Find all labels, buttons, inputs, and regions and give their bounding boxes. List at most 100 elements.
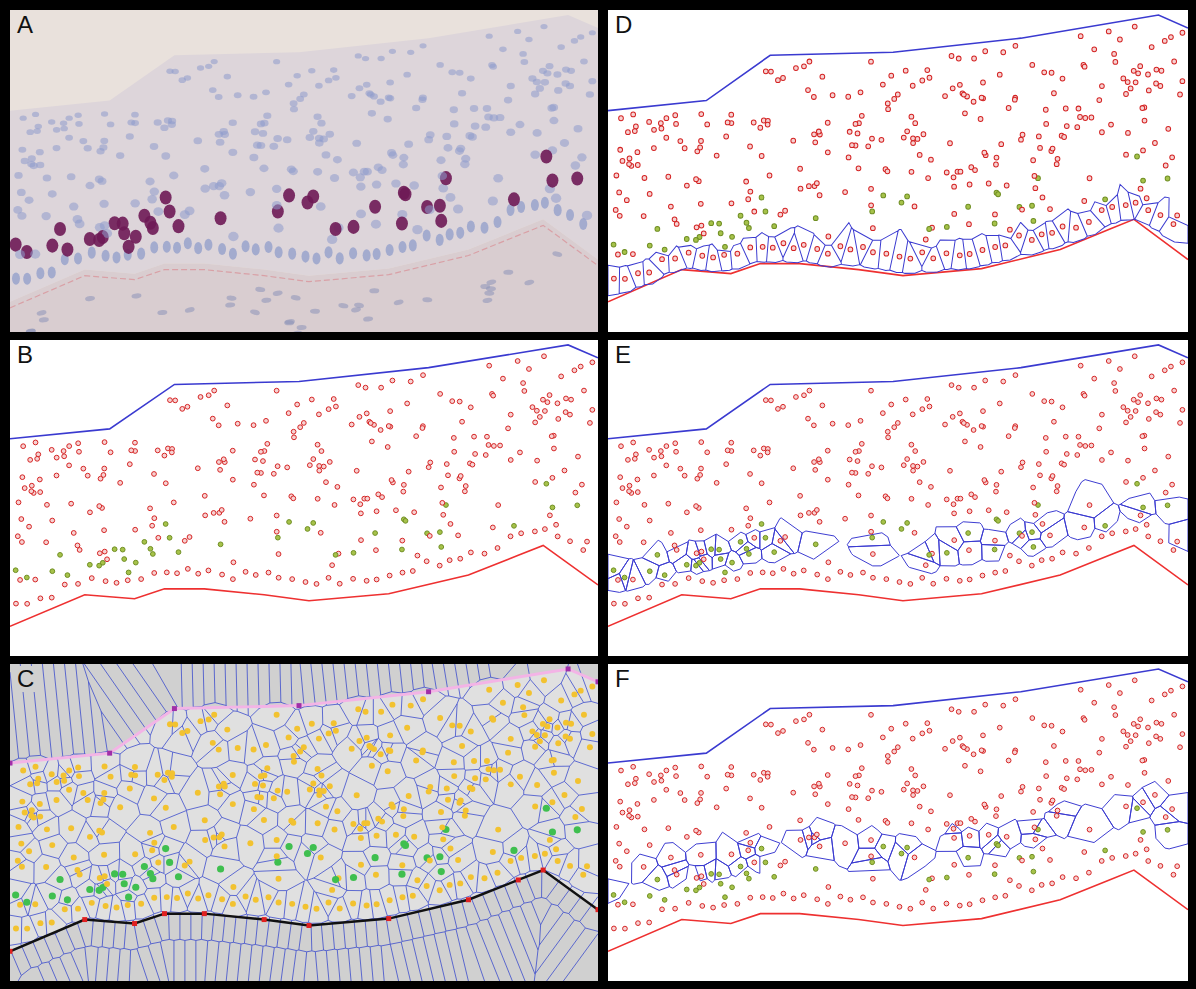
cell-centre [588,421,593,426]
cell-centre [1162,38,1167,43]
cell-centre [781,241,786,246]
proliferating-cell [709,872,714,877]
cell-centre [27,524,32,529]
cell-centre [326,900,332,906]
cell-centre [1133,527,1138,532]
cell-centre [816,457,821,462]
cell-centre [1006,106,1011,111]
nucleus [75,113,82,118]
cell-centre [410,569,415,574]
cell-centre [448,522,453,527]
cell-centre [568,539,573,544]
proliferating-cell [1135,154,1140,159]
nucleus [412,225,422,234]
cell-centre [798,166,803,171]
cell-centre [1060,76,1065,81]
proliferating-cell [1165,176,1170,181]
cell-centre [185,404,190,409]
nucleus [546,174,558,188]
cell-centre [335,485,340,490]
cell-centre [1087,220,1092,225]
cell-centre [447,846,453,852]
cell-centre [103,903,109,909]
cell-centre [275,464,280,469]
cell-centre [1099,859,1104,864]
nucleus [315,140,324,147]
cell-centre [495,870,501,876]
stromal-nucleus [310,309,320,314]
cell-centre [948,468,953,473]
cell-centre [861,245,866,250]
cell-centre [206,568,211,573]
proliferating-cell [927,227,932,232]
cell-centre [660,582,665,587]
cell-centre [885,429,890,434]
proliferating-cell [1030,854,1035,859]
cell-centre [776,407,781,412]
cell-centre [175,873,182,880]
cell-centre [1138,64,1143,69]
cell-centre [438,809,444,815]
cell-centre [319,449,324,454]
proliferating-cell [611,568,616,573]
cell-centre [364,578,369,583]
cell-centre [439,824,445,830]
basal-vertex [516,877,521,882]
cell-centre [406,793,412,799]
cell-centre [132,851,138,857]
cell-centre [820,403,825,408]
cell-centre [846,94,851,99]
cell-centre [931,581,936,586]
proliferating-cell [544,481,549,486]
cell-centre [125,902,131,908]
stromal-nucleus [484,291,494,296]
cell-centre [1089,115,1094,120]
cell-centre [549,758,555,764]
proliferating-cell [763,535,768,540]
cell-centre [307,463,312,468]
cell-centre [993,245,998,250]
cell-centre [735,577,740,582]
cell-centre [694,504,699,509]
cell-centre [555,534,560,539]
cell-centre [581,712,587,718]
cell-centre [885,101,890,106]
cell-centre [705,450,710,455]
cell-centre [33,577,38,582]
cell-centre [1144,196,1149,201]
nucleus [399,241,407,253]
cell-centre [1163,490,1168,495]
cell-centre [1017,559,1022,564]
cell-centre [1012,97,1017,102]
stromal-nucleus [524,279,535,286]
cell-centre [1049,70,1054,75]
cell-centre [276,552,281,557]
cell-centre [173,398,178,403]
cell-centre [952,184,957,189]
cell-centre [1054,489,1059,494]
cell-centre [54,473,59,478]
cell-centre [97,551,102,556]
cell-centre [128,772,134,778]
cell-centre [1087,176,1092,181]
cell-centre [150,523,155,528]
cell-centre [759,154,764,159]
nucleus [333,156,342,164]
cell-centre [414,434,419,439]
cell-centre [18,578,23,583]
cell-centre [685,510,690,515]
proliferating-cell [122,557,127,562]
cell-centre [1158,84,1163,89]
nucleus [23,273,31,285]
cell-centre [642,176,647,181]
cell-centre [909,442,914,447]
cell-centre [957,253,962,258]
cell-centre [217,865,224,872]
cell-centre [1146,208,1151,213]
stromal-nucleus [131,293,142,299]
nucleus [453,205,463,214]
cell-centre [994,489,999,494]
cell-centre [1126,130,1131,135]
cell-centre [884,901,889,906]
cell-centre [117,804,123,810]
